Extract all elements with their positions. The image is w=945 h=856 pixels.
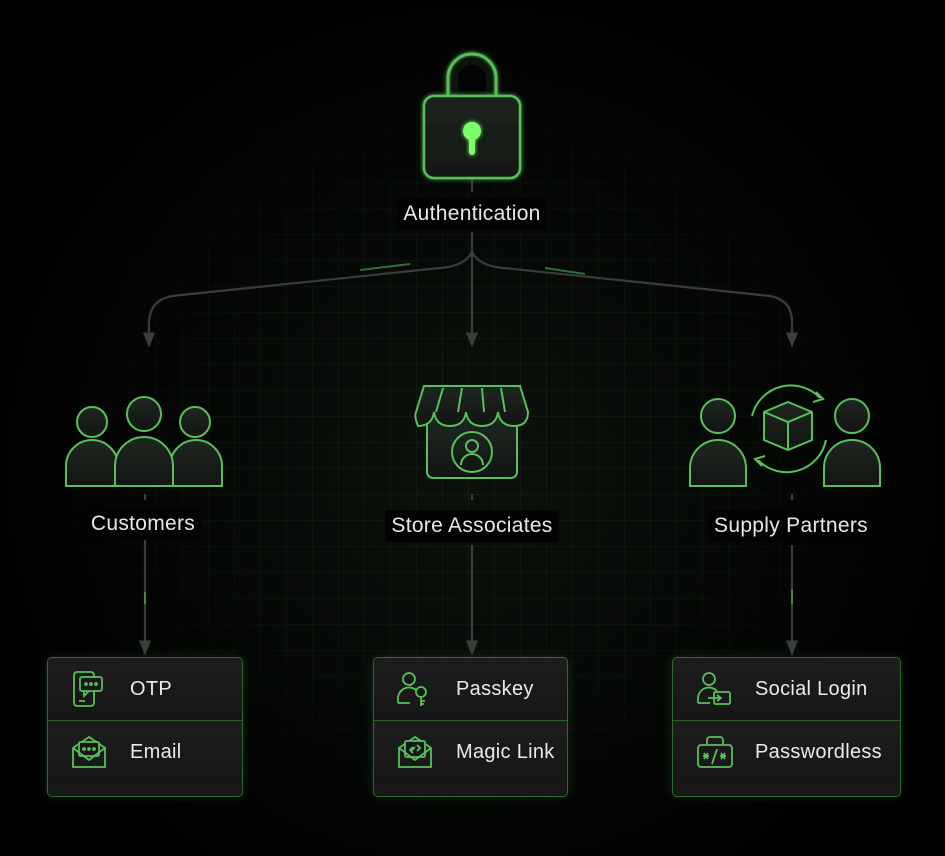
method-label-social-login: Social Login — [755, 677, 868, 700]
connector-glints — [144, 263, 793, 604]
supply-partners-methods-card: Social Login Passwordless — [672, 657, 901, 797]
padlock-icon — [422, 52, 522, 180]
connector-root-to-partners — [471, 251, 799, 348]
otp-chat-icon — [70, 669, 120, 709]
method-row-magic-link[interactable]: Magic Link — [374, 720, 567, 783]
method-row-email[interactable]: Email — [48, 720, 242, 783]
customers-methods-card: OTP Email — [47, 657, 243, 797]
method-row-passkey[interactable]: Passkey — [374, 658, 567, 720]
magic-link-envelope-icon — [396, 732, 446, 772]
method-label-otp: OTP — [130, 677, 173, 700]
group-label-supply-partners: Supply Partners — [708, 510, 874, 542]
method-label-passkey: Passkey — [456, 677, 534, 700]
group-label-customers: Customers — [84, 508, 202, 540]
passwordless-icon — [695, 732, 745, 772]
connector-root-to-customers — [142, 251, 473, 348]
storefront-user-icon — [414, 385, 530, 479]
method-label-magic-link: Magic Link — [456, 740, 555, 763]
group-label-store-associates: Store Associates — [385, 510, 559, 542]
social-login-icon — [695, 669, 745, 709]
method-label-email: Email — [130, 740, 182, 763]
method-row-passwordless[interactable]: Passwordless — [673, 720, 900, 783]
email-envelope-icon — [70, 732, 120, 772]
partners-exchange-icon — [689, 384, 881, 487]
store-associates-methods-card: Passkey Magic Link — [373, 657, 568, 797]
method-row-social-login[interactable]: Social Login — [673, 658, 900, 720]
method-row-otp[interactable]: OTP — [48, 658, 242, 720]
users-group-icon — [65, 396, 223, 487]
root-label: Authentication — [397, 198, 547, 230]
passkey-user-icon — [396, 669, 446, 709]
method-label-passwordless: Passwordless — [755, 740, 882, 763]
